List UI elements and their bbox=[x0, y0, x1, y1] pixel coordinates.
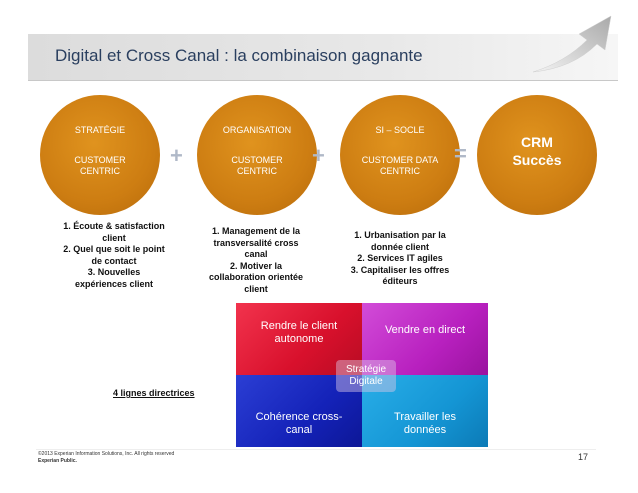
list-line: de contact bbox=[44, 256, 184, 268]
result-text: CRM Succès bbox=[477, 133, 597, 169]
matrix-label: Rendre le client autonome bbox=[246, 320, 352, 346]
pillar-heading: ORGANISATION bbox=[197, 125, 317, 135]
footer: ©2013 Experian Information Solutions, In… bbox=[38, 451, 174, 465]
si-socle-list: 1. Urbanisation par la donnée client 2. … bbox=[336, 230, 464, 288]
pillar-subtitle: CUSTOMER CENTRIC bbox=[48, 155, 152, 177]
guidelines-label: 4 lignes directrices bbox=[113, 388, 195, 398]
pillar-circle-si-socle: SI – SOCLE CUSTOMER DATA CENTRIC bbox=[340, 95, 460, 215]
result-line: CRM bbox=[477, 133, 597, 151]
list-line: client bbox=[44, 233, 184, 245]
copyright-text: ©2013 Experian Information Solutions, In… bbox=[38, 451, 174, 458]
list-line: collaboration orientée bbox=[196, 272, 316, 284]
strategy-list: 1. Écoute & satisfaction client 2. Quel … bbox=[44, 221, 184, 290]
pillar-subtitle-line: CENTRIC bbox=[48, 166, 152, 177]
center-label-line: Digitale bbox=[336, 376, 396, 388]
list-line: 3. Nouvelles bbox=[44, 267, 184, 279]
matrix-label: Travailler les données bbox=[372, 411, 478, 437]
footer-divider bbox=[36, 449, 596, 450]
pillar-subtitle-line: CUSTOMER bbox=[48, 155, 152, 166]
plus-operator: + bbox=[312, 143, 325, 169]
list-line: 2. Quel que soit le point bbox=[44, 244, 184, 256]
classification-text: Experian Public. bbox=[38, 458, 174, 465]
pillar-subtitle: CUSTOMER CENTRIC bbox=[205, 155, 309, 177]
equals-operator: = bbox=[454, 141, 467, 167]
matrix-label: Cohérence cross- canal bbox=[246, 411, 352, 437]
pillar-subtitle: CUSTOMER DATA CENTRIC bbox=[348, 155, 452, 177]
matrix-label-line: canal bbox=[246, 424, 352, 437]
result-circle-crm: CRM Succès bbox=[477, 95, 597, 215]
rising-arrow-icon bbox=[525, 2, 635, 80]
slide-title: Digital et Cross Canal : la combinaison … bbox=[55, 46, 423, 66]
matrix-label-line: Rendre le client bbox=[246, 320, 352, 333]
plus-operator: + bbox=[170, 143, 183, 169]
result-line: Succès bbox=[477, 151, 597, 169]
pillar-heading: STRATÉGIE bbox=[40, 125, 160, 135]
pillar-subtitle-line: CENTRIC bbox=[348, 166, 452, 177]
pillar-subtitle-line: CUSTOMER bbox=[205, 155, 309, 166]
pillar-circle-organisation: ORGANISATION CUSTOMER CENTRIC bbox=[197, 95, 317, 215]
list-line: 2. Services IT agiles bbox=[336, 253, 464, 265]
matrix-label-line: Vendre en direct bbox=[372, 324, 478, 337]
list-line: donnée client bbox=[336, 242, 464, 254]
list-line: 1. Écoute & satisfaction bbox=[44, 221, 184, 233]
list-line: canal bbox=[196, 249, 316, 261]
list-line: éditeurs bbox=[336, 276, 464, 288]
list-line: 1. Management de la bbox=[196, 226, 316, 238]
list-line: 2. Motiver la bbox=[196, 261, 316, 273]
center-label-line: Stratégie bbox=[336, 364, 396, 376]
page-number: 17 bbox=[578, 452, 588, 462]
matrix-label-line: Cohérence cross- bbox=[246, 411, 352, 424]
pillar-heading: SI – SOCLE bbox=[340, 125, 460, 135]
matrix-label: Vendre en direct bbox=[372, 324, 478, 337]
pillar-subtitle-line: CUSTOMER DATA bbox=[348, 155, 452, 166]
list-line: expériences client bbox=[44, 279, 184, 291]
pillar-circle-strategy: STRATÉGIE CUSTOMER CENTRIC bbox=[40, 95, 160, 215]
list-line: client bbox=[196, 284, 316, 296]
list-line: transversalité cross bbox=[196, 238, 316, 250]
list-line: 1. Urbanisation par la bbox=[336, 230, 464, 242]
matrix-center-label: Stratégie Digitale bbox=[336, 360, 396, 392]
pillar-subtitle-line: CENTRIC bbox=[205, 166, 309, 177]
matrix-label-line: données bbox=[372, 424, 478, 437]
matrix-label-line: Travailler les bbox=[372, 411, 478, 424]
organisation-list: 1. Management de la transversalité cross… bbox=[196, 226, 316, 295]
list-line: 3. Capitaliser les offres bbox=[336, 265, 464, 277]
matrix-label-line: autonome bbox=[246, 333, 352, 346]
